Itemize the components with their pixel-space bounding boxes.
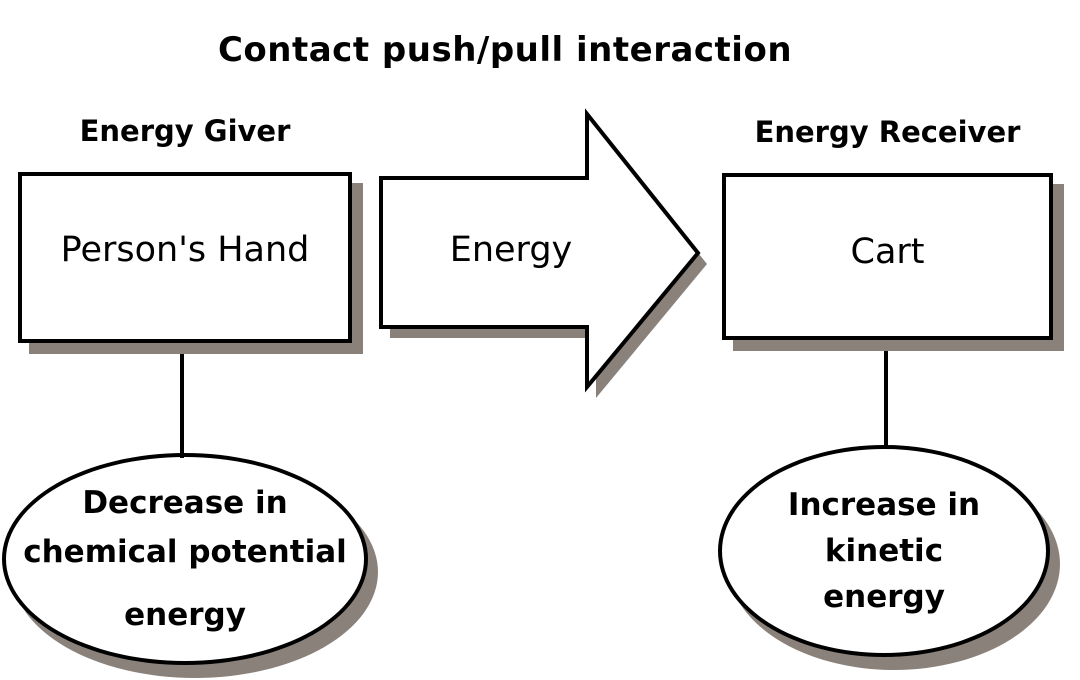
energy-receiver-role-label: Energy Receiver [754,115,1021,149]
energy-giver-name: Person's Hand [60,229,310,270]
receiver-energy-change-ellipse: Increase in kinetic energy [718,445,1050,657]
energy-receiver-box: Cart [722,173,1053,340]
energy-giver-role-label: Energy Giver [79,114,291,148]
giver-energy-change-line: energy [124,596,246,633]
arrow-shape [379,108,701,393]
energy-receiver-name: Cart [850,231,925,272]
diagram-title: Contact push/pull interaction [217,30,793,70]
giver-energy-change-line: chemical potential [23,533,347,570]
receiver-energy-change-line: energy [823,579,945,615]
giver-energy-change-line: Decrease in [82,484,288,521]
receiver-connector-line [884,345,888,448]
giver-connector-line [180,345,184,458]
receiver-energy-change-line: Increase in [787,487,981,523]
energy-transfer-arrow [379,108,707,398]
giver-energy-change-ellipse: Decrease in chemical potential energy [2,453,368,665]
receiver-energy-change-line: kinetic [824,533,944,569]
energy-transfer-arrow-label: Energy [449,230,573,270]
energy-giver-box: Person's Hand [18,172,352,343]
